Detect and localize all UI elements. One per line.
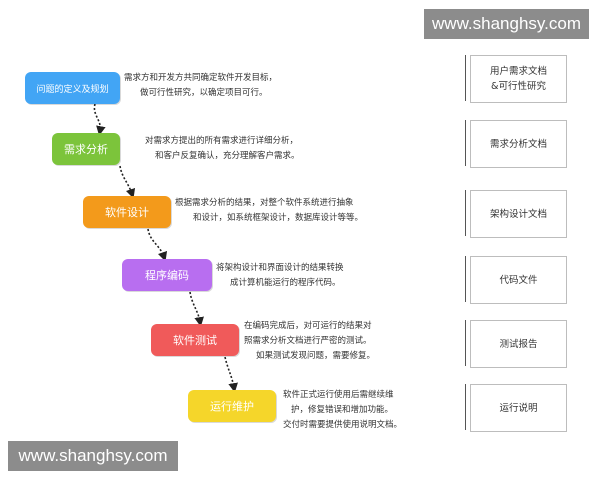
description-line: 成计算机能运行的程序代码。 (230, 278, 341, 288)
description-line: 需求方和开发方共同确定软件开发目标， (124, 73, 278, 83)
divider-line (465, 320, 466, 366)
description-line: 做可行性研究，以确定项目可行。 (140, 88, 268, 98)
arrow-4-5 (189, 291, 204, 327)
description-line: 照需求分析文档进行严密的测试。 (244, 336, 372, 346)
description-line: 如果测试发现问题，需要修复。 (256, 351, 376, 361)
stage-description-3: 根据需求分析的结果，对整个软件系统进行抽象 和设计，如系统框架设计，数据库设计等… (175, 196, 400, 226)
deliverable-line: 测试报告 (499, 338, 538, 350)
arrow-1-2 (93, 103, 106, 136)
stage-description-5: 在编码完成后，对可运行的结果对 照需求分析文档进行严密的测试。 如果测试发现问题… (244, 319, 464, 364)
description-line: 在编码完成后，对可运行的结果对 (244, 321, 372, 331)
deliverable-operation-manual: 运行说明 (470, 384, 567, 432)
stage-testing: 软件测试 (151, 324, 239, 356)
description-line: 交付时需要提供使用说明文档。 (283, 420, 403, 430)
description-line: 和客户反复确认，充分理解客户需求。 (155, 151, 300, 161)
description-line: 将架构设计和界面设计的结果转换 (216, 263, 344, 273)
stage-description-4: 将架构设计和界面设计的结果转换 成计算机能运行的程序代码。 (216, 261, 426, 291)
deliverable-user-requirements: 用户需求文档 &可行性研究 (470, 55, 567, 103)
description-line: 软件正式运行使用后需继续维 (283, 390, 394, 400)
deliverable-line: 运行说明 (499, 402, 538, 414)
deliverable-line: &可行性研究 (491, 81, 546, 92)
divider-line (465, 120, 466, 166)
description-line: 和设计，如系统框架设计，数据库设计等等。 (193, 213, 364, 223)
stage-description-1: 需求方和开发方共同确定软件开发目标， 做可行性研究，以确定项目可行。 (124, 71, 334, 101)
description-line: 护，修复错误和增加功能。 (291, 405, 394, 415)
arrow-5-6 (224, 356, 238, 393)
stage-coding: 程序编码 (122, 259, 212, 291)
divider-line (465, 190, 466, 236)
deliverable-architecture-doc: 架构设计文档 (470, 190, 567, 238)
deliverable-requirements-doc: 需求分析文档 (470, 120, 567, 168)
divider-line (465, 256, 466, 302)
deliverable-line: 代码文件 (499, 274, 538, 286)
deliverable-line: 需求分析文档 (489, 138, 547, 150)
deliverable-line: 架构设计文档 (489, 208, 547, 220)
arrow-3-4 (147, 228, 168, 262)
stage-description-6: 软件正式运行使用后需继续维 护，修复错误和增加功能。 交付时需要提供使用说明文档… (283, 388, 443, 433)
deliverable-code-files: 代码文件 (470, 256, 567, 304)
divider-line (465, 384, 466, 430)
deliverable-test-report: 测试报告 (470, 320, 567, 368)
stage-description-2: 对需求方提出的所有需求进行详细分析， 和客户反复确认，充分理解客户需求。 (145, 134, 360, 164)
description-line: 根据需求分析的结果，对整个软件系统进行抽象 (175, 198, 354, 208)
description-line: 对需求方提出的所有需求进行详细分析， (145, 136, 299, 146)
stage-requirements-analysis: 需求分析 (52, 133, 120, 165)
stage-problem-definition: 问题的定义及规划 (25, 72, 120, 104)
watermark-bottom: www.shanghsy.com (8, 441, 178, 471)
stage-software-design: 软件设计 (83, 196, 171, 228)
divider-line (465, 55, 466, 101)
stage-maintenance: 运行维护 (188, 390, 276, 422)
deliverable-line: 用户需求文档 (489, 66, 547, 77)
arrow-2-3 (119, 165, 136, 199)
watermark-top: www.shanghsy.com (424, 9, 589, 39)
